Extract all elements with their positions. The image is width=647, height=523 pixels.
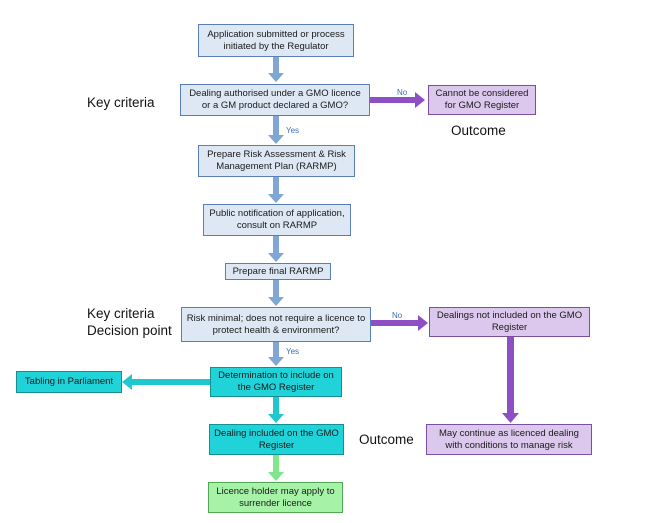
edge-label-no-1: No	[397, 88, 408, 97]
arrow-notification-to-final	[268, 236, 284, 262]
node-public-notification: Public notification of application, cons…	[203, 204, 351, 236]
node-risk-minimal: Risk minimal; does not require a licence…	[181, 307, 371, 342]
outcome-label-2: Outcome	[359, 432, 414, 447]
arrow-rarmp-to-notification	[268, 177, 284, 203]
node-application-submitted: Application submitted or process initiat…	[198, 24, 354, 57]
decision-point-label: Decision point	[87, 323, 172, 338]
outcome-label-1: Outcome	[451, 123, 506, 138]
node-prepare-final-rarmp: Prepare final RARMP	[225, 263, 331, 280]
node-prepare-rarmp: Prepare Risk Assessment & Risk Managemen…	[198, 145, 355, 177]
arrow-yes-to-determination	[268, 342, 284, 366]
key-criteria-label-2: Key criteria	[87, 306, 155, 321]
node-may-continue: May continue as licenced dealing with co…	[426, 424, 592, 455]
arrow-not-included-to-continue	[502, 336, 519, 423]
key-criteria-label-1: Key criteria	[87, 95, 155, 110]
arrow-final-to-risk	[268, 280, 284, 306]
arrow-no-to-not-included	[371, 315, 428, 331]
arrow-submitted-to-dealing	[268, 57, 284, 82]
arrow-yes-to-rarmp	[268, 116, 284, 144]
arrow-determination-to-tabling	[122, 374, 210, 390]
arrow-no-to-cannot	[363, 92, 425, 108]
node-cannot-be-considered: Cannot be considered for GMO Register	[428, 85, 536, 115]
node-dealing-authorised: Dealing authorised under a GMO licence o…	[180, 84, 370, 116]
edge-label-no-2: No	[392, 311, 403, 320]
edge-label-yes-1: Yes	[286, 126, 300, 135]
node-dealings-not-included: Dealings not included on the GMO Registe…	[429, 307, 590, 337]
node-determination: Determination to include on the GMO Regi…	[210, 367, 342, 397]
node-tabling-in-parliament: Tabling in Parliament	[16, 371, 122, 393]
edge-label-yes-2: Yes	[286, 347, 300, 356]
node-licence-holder: Licence holder may apply to surrender li…	[208, 482, 343, 513]
node-dealing-included: Dealing included on the GMO Register	[209, 424, 344, 455]
arrow-determination-to-included	[268, 397, 284, 423]
arrow-included-to-licence-holder	[268, 455, 284, 481]
